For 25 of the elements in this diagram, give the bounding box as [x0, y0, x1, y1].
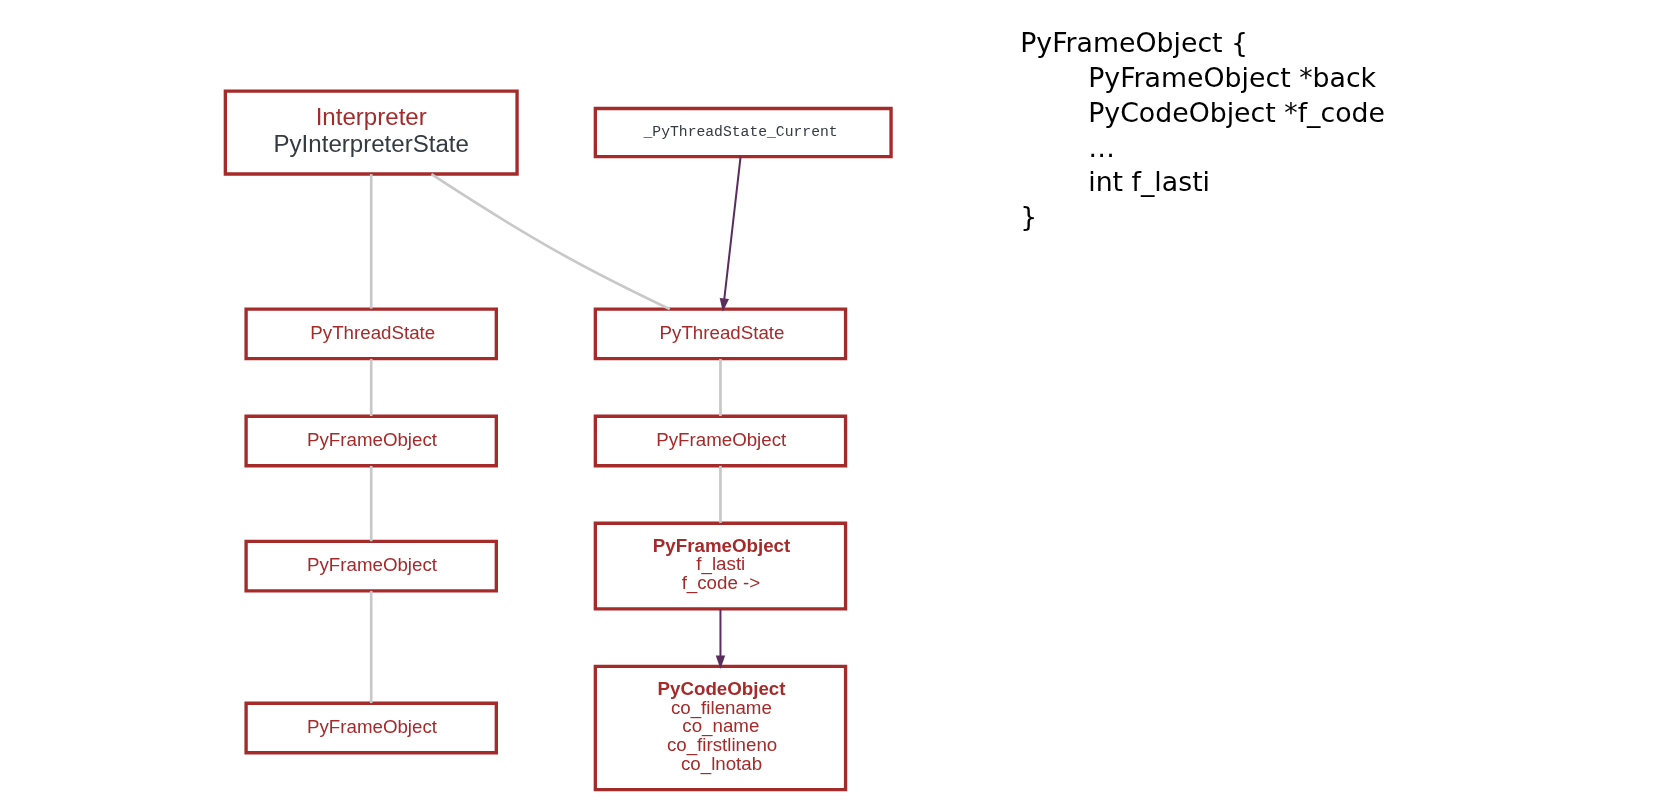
connector: [719, 358, 722, 417]
node-box: PyFrameObject: [244, 414, 498, 468]
connector: [369, 465, 373, 542]
label: }: [1020, 201, 1038, 233]
node-box: _PyThreadState_Current: [593, 106, 893, 159]
label: …: [1088, 131, 1115, 163]
label: PyCodeObject *f_code: [1088, 96, 1385, 128]
label: PyFrameObject {: [1020, 27, 1249, 59]
connector: [430, 173, 671, 311]
label: int f_lasti: [1088, 166, 1211, 198]
arrow: [719, 156, 742, 312]
label: PyFrameObject *back: [1088, 62, 1377, 94]
node-box: PyFrameObject: [244, 701, 498, 755]
connector: [369, 358, 373, 417]
connector: [719, 465, 722, 523]
connector: [369, 590, 373, 704]
arrow: [715, 609, 726, 669]
node-box: PyThreadState: [244, 307, 498, 361]
node-box: PyCodeObject co_filename co_name co_firstlineno co_lnotab: [593, 664, 848, 792]
node-box: PyFrameObject f_lasti f_code ->: [593, 521, 848, 611]
node-box: PyFrameObject: [593, 414, 848, 468]
connector: [369, 174, 373, 309]
node-box: Interpreter PyInterpreterState: [223, 89, 519, 176]
node-box: PyThreadState: [593, 307, 848, 361]
node-box: PyFrameObject: [244, 539, 498, 593]
